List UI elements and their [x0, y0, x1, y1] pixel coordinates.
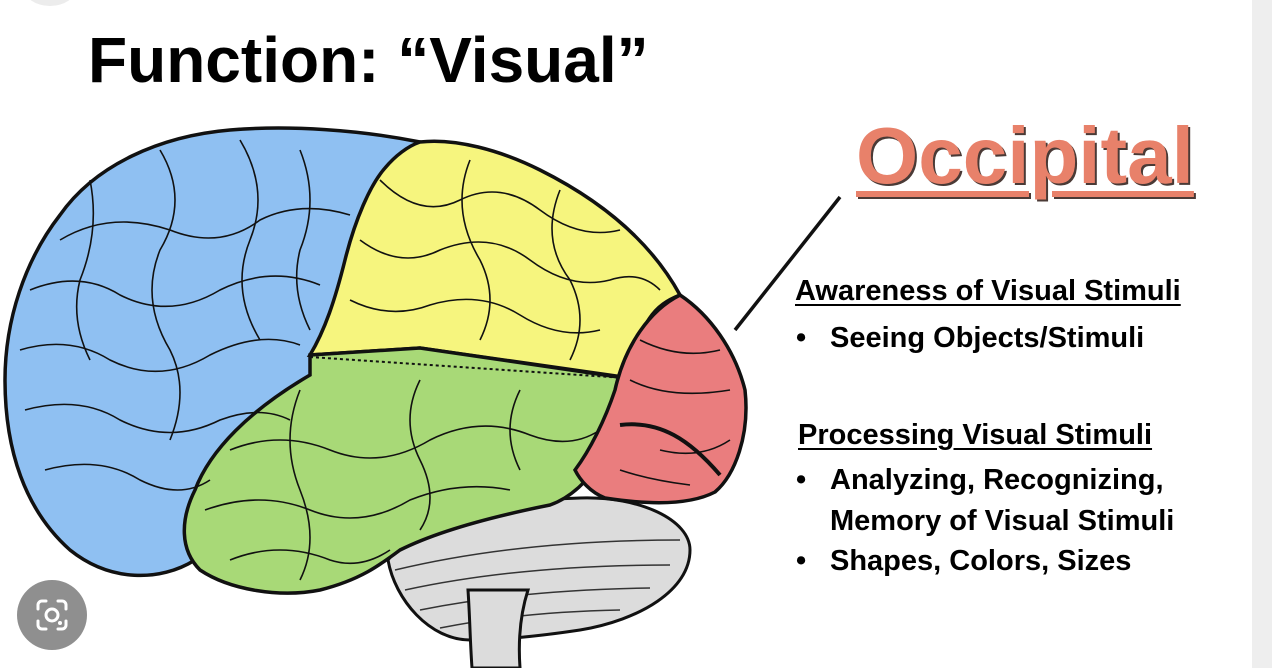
processing-heading: Processing Visual Stimuli	[798, 419, 1153, 451]
awareness-list: Seeing Objects/Stimuli	[796, 318, 1144, 359]
processing-list: Analyzing, Recognizing, Memory of Visual…	[796, 460, 1174, 582]
list-item: Seeing Objects/Stimuli	[796, 318, 1144, 359]
list-item-continuation: Memory of Visual Stimuli	[796, 501, 1174, 542]
awareness-heading: Awareness of Visual Stimuli	[795, 275, 1181, 307]
brain-diagram	[3, 126, 748, 668]
list-item: Shapes, Colors, Sizes	[796, 541, 1174, 582]
corner-decoration	[24, 0, 76, 6]
brain-folds	[19, 139, 731, 581]
side-scrollbar-strip	[1252, 0, 1272, 668]
continuation-text: Memory of Visual Stimuli	[830, 504, 1175, 537]
google-lens-button[interactable]	[17, 580, 87, 650]
occipital-label: Occipital	[856, 111, 1194, 200]
slide-title: Function: “Visual”	[88, 24, 649, 96]
google-lens-icon	[36, 599, 68, 631]
list-item: Analyzing, Recognizing,	[796, 460, 1174, 501]
pointer-line	[733, 195, 842, 332]
brainstem	[466, 588, 531, 668]
